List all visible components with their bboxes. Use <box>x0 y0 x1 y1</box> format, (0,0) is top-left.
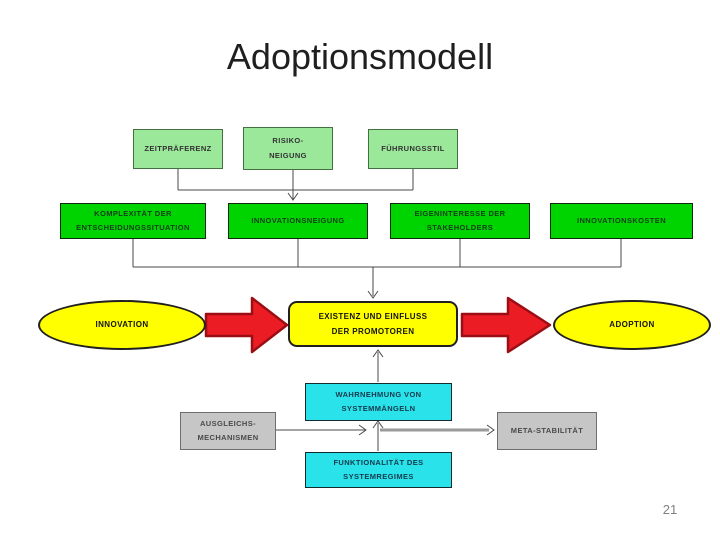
connector-center-to-meta <box>380 424 495 436</box>
node-eigeninteresse: EIGENINTERESSE DER STAKEHOLDERS <box>390 203 530 239</box>
arrowhead-down-icon <box>367 290 379 299</box>
connector-toprow-to-row2 <box>177 169 414 201</box>
node-risikoneigung: RISIKO- NEIGUNG <box>243 127 333 170</box>
connector-ausgleich-to-center <box>276 424 367 436</box>
node-komplexitaet: KOMPLEXITÄT DER ENTSCHEIDUNGSSITUATION <box>60 203 206 239</box>
connector-row2-to-promotoren <box>132 239 622 299</box>
arrowhead-up-icon <box>372 420 384 429</box>
block-arrow-innovation-to-promotoren <box>204 296 289 354</box>
slide-title: Adoptionsmodell <box>226 36 494 77</box>
node-innovation: INNOVATION <box>38 300 206 350</box>
arrowhead-right-icon <box>486 424 495 436</box>
node-zeitpraeferenz: ZEITPRÄFERENZ <box>133 129 223 169</box>
arrowhead-up-icon <box>372 349 384 358</box>
connector-wahrnehmung-to-promotoren <box>372 349 384 382</box>
node-wahrnehmung: WAHRNEHMUNG VON SYSTEMMÄNGELN <box>305 383 452 421</box>
node-promotoren: EXISTENZ UND EINFLUSS DER PROMOTOREN <box>288 301 458 347</box>
connector-funktionalitaet-to-wahrnehmung <box>372 420 384 451</box>
node-ausgleichsmechanismen: AUSGLEICHS- MECHANISMEN <box>180 412 276 450</box>
node-innovationsneigung: INNOVATIONSNEIGUNG <box>228 203 368 239</box>
arrowhead-down-icon <box>287 192 299 201</box>
arrowhead-right-icon <box>358 424 367 436</box>
node-funktionalitaet: FUNKTIONALITÄT DES SYSTEMREGIMES <box>305 452 452 488</box>
page-number: 21 <box>662 502 678 517</box>
node-innovationskosten: INNOVATIONSKOSTEN <box>550 203 693 239</box>
node-metastabilitaet: META-STABILITÄT <box>497 412 597 450</box>
block-arrow-promotoren-to-adoption <box>460 296 552 354</box>
node-adoption: ADOPTION <box>553 300 711 350</box>
node-fuehrungsstil: FÜHRUNGSSTIL <box>368 129 458 169</box>
